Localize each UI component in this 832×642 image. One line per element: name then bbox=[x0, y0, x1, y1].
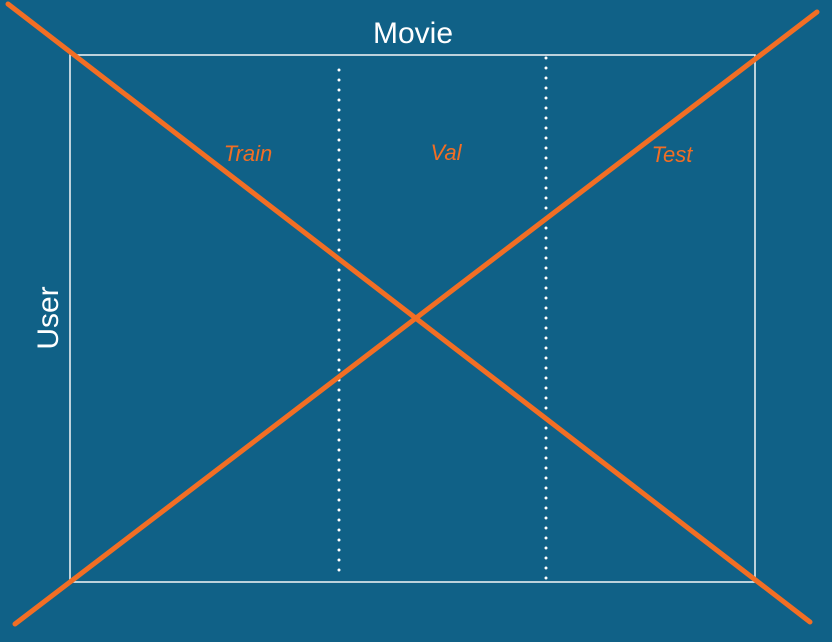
column-axis-label: Movie bbox=[373, 17, 453, 50]
segment-label-test: Test bbox=[652, 142, 694, 167]
matrix-frame bbox=[69, 54, 756, 583]
segment-label-train: Train bbox=[224, 141, 273, 166]
cross-out-line-ascending bbox=[12, 9, 820, 627]
segment-label-val: Val bbox=[431, 140, 463, 165]
row-axis-label: User bbox=[32, 286, 65, 349]
cross-out-line-descending bbox=[5, 1, 813, 625]
